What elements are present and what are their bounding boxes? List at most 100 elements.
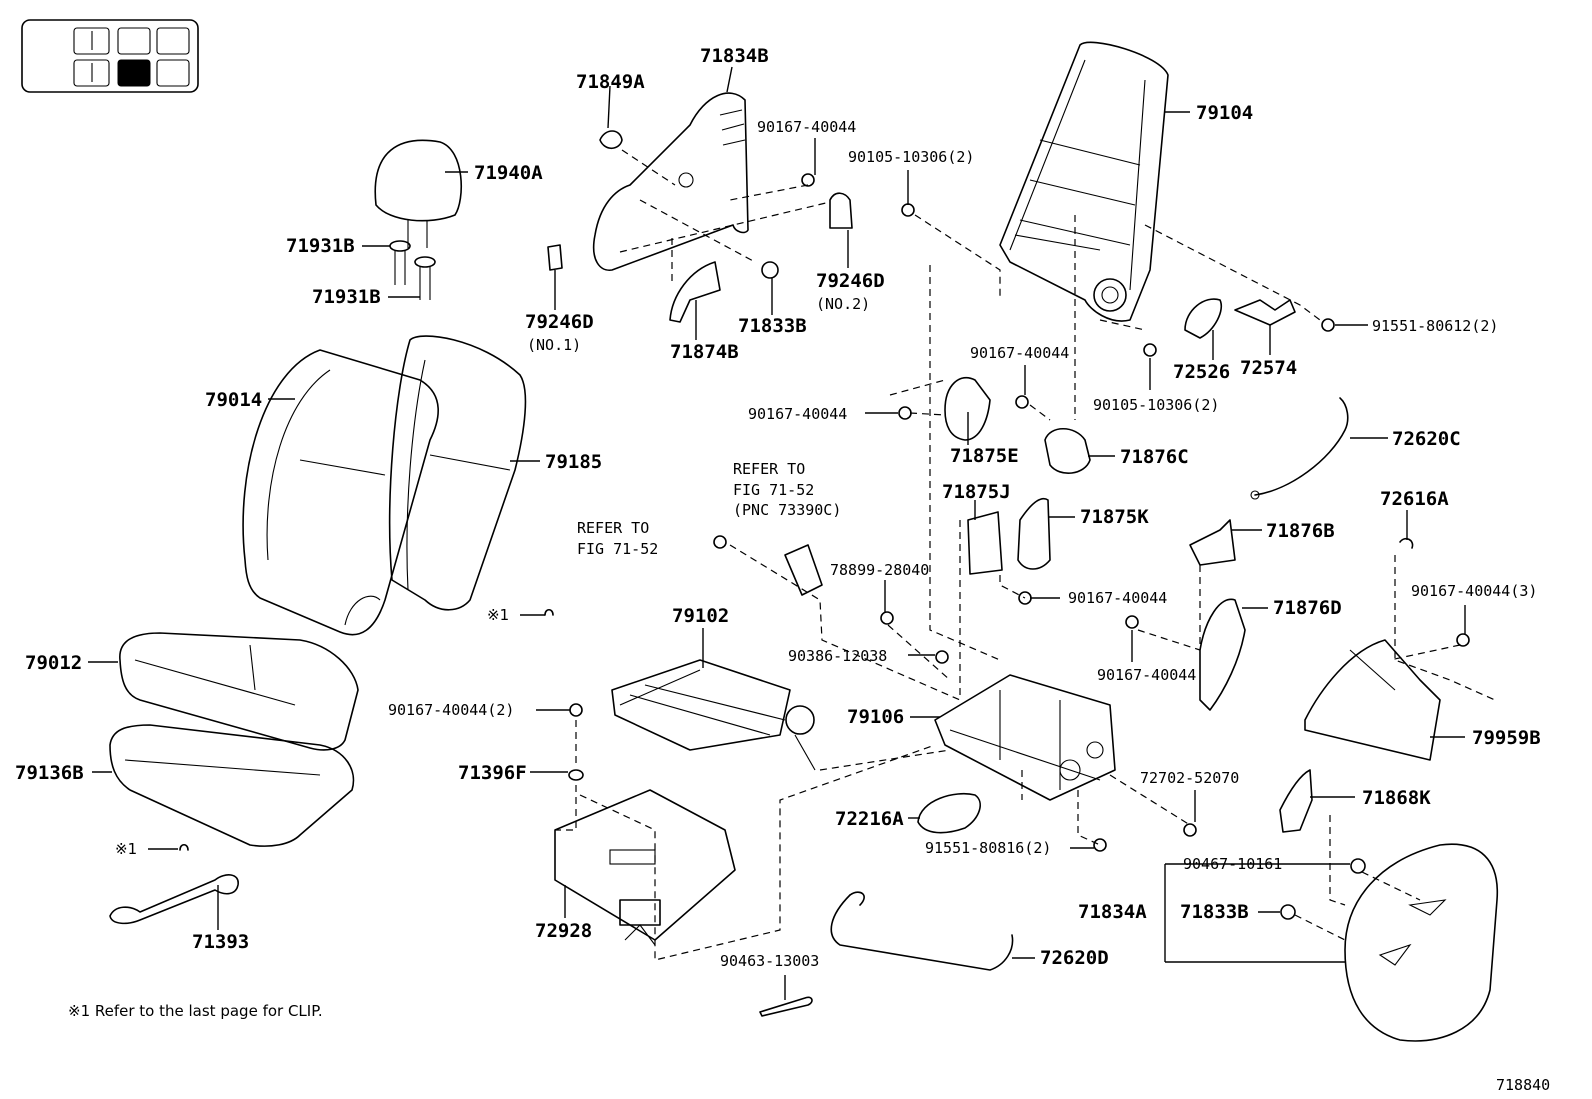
- label-refer-pnc: (PNC 73390C): [733, 501, 841, 519]
- label-71396F: 71396F: [458, 762, 527, 784]
- label-71874B: 71874B: [670, 341, 739, 363]
- label-90167-40044-3: 90167-40044(3): [1411, 582, 1537, 600]
- clip-no2: [829, 192, 853, 229]
- cover-72526: [1184, 298, 1222, 339]
- label-90167-40044: 90167-40044: [1097, 666, 1196, 684]
- label-71834B: 71834B: [700, 45, 769, 67]
- label-71849A: 71849A: [576, 71, 645, 93]
- cover-71876C: [1044, 427, 1091, 474]
- label-79246D-no1: (NO.1): [527, 336, 581, 354]
- label-71834A: 71834A: [1078, 901, 1147, 923]
- seatback-frame: [999, 41, 1169, 322]
- label-72702-52070: 72702-52070: [1140, 769, 1239, 787]
- part-labels: 71834B 71849A 90167-40044 90105-10306(2)…: [15, 45, 1550, 1094]
- label-71875J: 71875J: [942, 481, 1011, 503]
- label-71876D: 71876D: [1273, 597, 1342, 619]
- label-79104: 79104: [1196, 102, 1253, 124]
- label-90105-10306: 90105-10306(2): [848, 148, 974, 166]
- label-71876B: 71876B: [1266, 520, 1335, 542]
- label-90167-40044: 90167-40044: [970, 344, 1069, 362]
- label-90167-40044: 90167-40044: [757, 118, 856, 136]
- label-79102: 79102: [672, 605, 729, 627]
- clip-71833B: [761, 261, 779, 279]
- label-79246D: 79246D: [525, 311, 594, 333]
- cable-72620C: [1250, 397, 1349, 500]
- seat-track: [611, 659, 816, 771]
- cable-72620D: [830, 891, 1014, 971]
- label-72526: 72526: [1173, 361, 1230, 383]
- label-71868K: 71868K: [1362, 787, 1431, 809]
- knob: [599, 130, 623, 150]
- label-72574: 72574: [1240, 357, 1297, 379]
- label-72620C: 72620C: [1392, 428, 1461, 450]
- label-71876C: 71876C: [1120, 446, 1189, 468]
- seat-cushion-pad: [109, 724, 355, 847]
- label-78899-28040: 78899-28040: [830, 561, 929, 579]
- clip-no1: [547, 244, 563, 271]
- cover-72216A: [917, 793, 981, 834]
- seat-position-indicator: [21, 19, 199, 93]
- label-79012: 79012: [25, 652, 82, 674]
- cover-71875K: [1017, 498, 1051, 570]
- label-90463-13003: 90463-13003: [720, 952, 819, 970]
- label-90105-10306: 90105-10306(2): [1093, 396, 1219, 414]
- seatback-cover: [242, 349, 439, 636]
- label-90167-40044: 90167-40044: [1068, 589, 1167, 607]
- seat-belt-buckle: [784, 544, 823, 596]
- label-refer-to-1: REFER TO: [733, 460, 805, 478]
- label-71940A: 71940A: [474, 162, 543, 184]
- label-90467-10161: 90467-10161: [1183, 855, 1282, 873]
- cover-71875J: [967, 511, 1003, 575]
- label-90386-12038: 90386-12038: [788, 647, 887, 665]
- fasteners: [179, 173, 1470, 920]
- seatback-pad: [388, 335, 527, 611]
- link-72574: [1234, 299, 1296, 326]
- strap: [109, 874, 239, 925]
- seat-frame: [934, 674, 1116, 801]
- label-91551-80816: 91551-80816(2): [925, 839, 1051, 857]
- label-71875E: 71875E: [950, 445, 1019, 467]
- clip-reference-mark: ※1: [487, 606, 509, 624]
- label-79246D: 79246D: [816, 270, 885, 292]
- back-board: [593, 92, 749, 271]
- label-72620D: 72620D: [1040, 947, 1109, 969]
- headrest: [374, 139, 463, 248]
- label-71393: 71393: [192, 931, 249, 953]
- label-71931B: 71931B: [312, 286, 381, 308]
- label-79959B: 79959B: [1472, 727, 1541, 749]
- label-90167-40044: 90167-40044: [748, 405, 847, 423]
- label-79106: 79106: [847, 706, 904, 728]
- label-72216A: 72216A: [835, 808, 904, 830]
- label-71833B: 71833B: [1180, 901, 1249, 923]
- label-refer-to-2: REFER TO: [577, 519, 649, 537]
- label-71833B: 71833B: [738, 315, 807, 337]
- label-refer-fig-1: FIG 71-52: [733, 481, 814, 499]
- label-79185: 79185: [545, 451, 602, 473]
- label-79246D-no2: (NO.2): [816, 295, 870, 313]
- cover-71875E: [944, 376, 991, 441]
- label-91551-80612: 91551-80612(2): [1372, 317, 1498, 335]
- clip-reference-mark: ※1: [115, 840, 137, 858]
- side-cover-79959B: [1304, 639, 1441, 761]
- bracket-71868K: [1279, 769, 1313, 833]
- seat-cushion-cover: [119, 632, 359, 751]
- cover-71876B: [1189, 519, 1236, 566]
- clip-footnote: ※1 Refer to the last page for CLIP.: [68, 1002, 323, 1020]
- leader-lines: [88, 66, 1466, 1000]
- label-72616A: 72616A: [1380, 488, 1449, 510]
- label-refer-fig-2: FIG 71-52: [577, 540, 658, 558]
- label-71931B: 71931B: [286, 235, 355, 257]
- headrest-guides: [389, 240, 436, 300]
- trim-piece-71874B: [669, 261, 721, 323]
- highlighted-seat-cell: [117, 59, 151, 87]
- label-90167-40044-2: 90167-40044(2): [388, 701, 514, 719]
- cover-71876D: [1199, 598, 1246, 711]
- label-79014: 79014: [205, 389, 262, 411]
- figure-number: 718840: [1496, 1076, 1550, 1094]
- label-79136B: 79136B: [15, 762, 84, 784]
- label-72928: 72928: [535, 920, 592, 942]
- assembly-lines: [555, 149, 1496, 961]
- label-71875K: 71875K: [1080, 506, 1149, 528]
- cable-tie: [759, 996, 813, 1017]
